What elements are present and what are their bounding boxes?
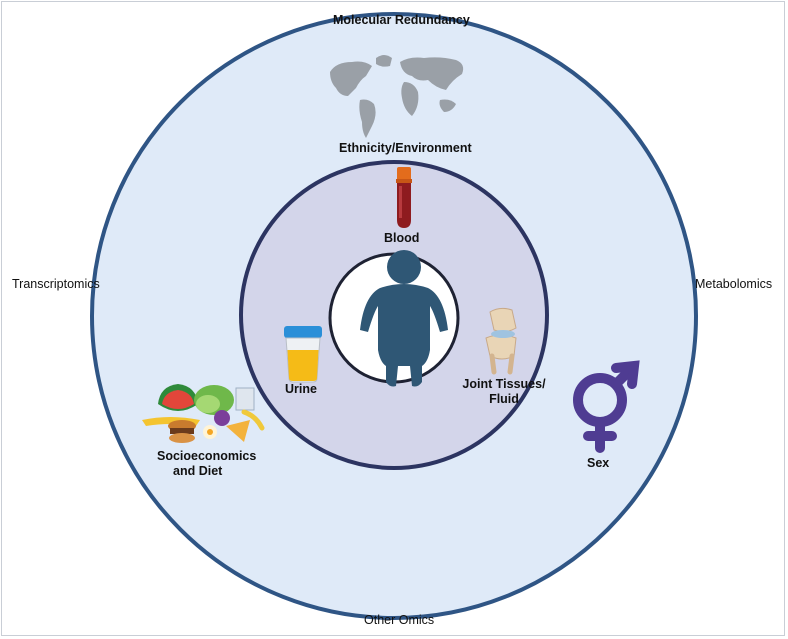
label-blood: Blood [384, 231, 420, 245]
label-ethnicity-environment: Ethnicity/Environment [339, 141, 472, 155]
knee-joint-icon [485, 307, 517, 375]
blood-tube-icon [396, 167, 412, 228]
label-socioeconomics: Socioeconomics [157, 449, 257, 463]
label-metabolomics: Metabolomics [695, 277, 773, 291]
urine-cup-icon [284, 326, 322, 383]
label-fluid: Fluid [489, 392, 519, 406]
label-and-diet: and Diet [173, 464, 223, 478]
world-map-icon [330, 55, 464, 138]
person-icon [360, 250, 448, 387]
label-transcriptomics: Transcriptomics [12, 277, 100, 291]
label-molecular-redundancy: Molecular Redundancy [333, 13, 470, 27]
food-icon [142, 384, 265, 443]
label-joint-tissues: Joint Tissues/ [462, 377, 546, 391]
sex-symbol-icon [573, 360, 640, 453]
label-other-omics: Other Omics [364, 613, 435, 627]
label-urine: Urine [285, 382, 317, 396]
label-sex: Sex [587, 456, 610, 470]
